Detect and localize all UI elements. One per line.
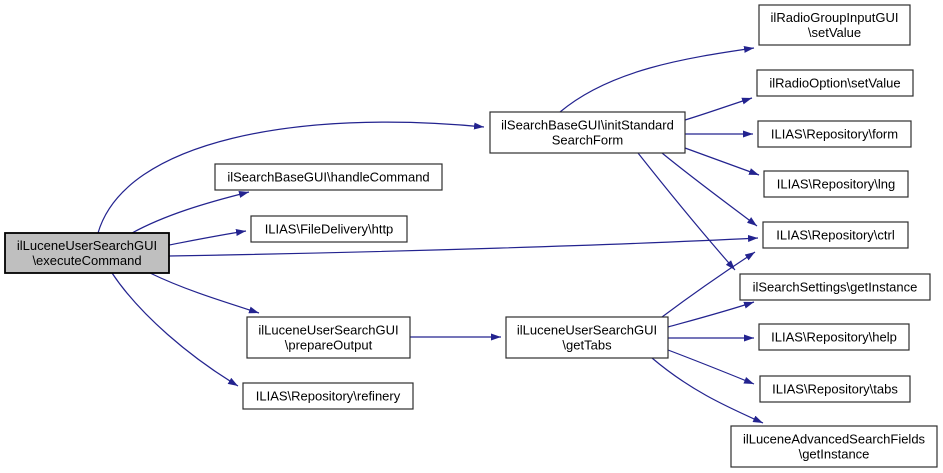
node-label: SearchForm	[552, 133, 624, 148]
edge-init-standard-search-form-to-radio-group-input-set-value	[559, 45, 755, 113]
node-repository-lng[interactable]: ILIAS\Repository\lng	[763, 170, 909, 198]
edge-get-tabs-to-repository-tabs	[667, 349, 755, 385]
edge-get-tabs-to-search-settings-get-instance	[667, 301, 755, 328]
node-label: ilSearchBaseGUI\handleCommand	[227, 170, 429, 185]
node-label: ILIAS\Repository\ctrl	[776, 228, 895, 243]
node-label: ilSearchSettings\getInstance	[753, 280, 918, 295]
node-repository-form[interactable]: ILIAS\Repository\form	[757, 120, 912, 148]
node-label: \executeCommand	[32, 253, 141, 268]
node-box[interactable]	[505, 316, 669, 359]
edge-execute-command-to-file-delivery-http	[168, 229, 247, 246]
edge-init-standard-search-form-to-repository-ctrl	[661, 152, 758, 227]
edge-execute-command-to-repository-refinery	[111, 272, 239, 387]
node-label: \setValue	[808, 25, 861, 40]
edge-get-tabs-to-repository-ctrl	[661, 251, 756, 318]
nodes-layer: ilLuceneUserSearchGUI\executeCommandilSe…	[4, 4, 938, 468]
node-label: \getInstance	[799, 447, 870, 462]
edge-init-standard-search-form-to-search-settings-get-instance	[637, 152, 736, 271]
edge-init-standard-search-form-to-radio-option-set-value	[684, 97, 753, 121]
node-box[interactable]	[762, 221, 909, 249]
node-radio-group-input-set-value[interactable]: ilRadioGroupInputGUI\setValue	[758, 4, 911, 46]
node-label: ilLuceneAdvancedSearchFields	[743, 432, 926, 447]
edge-execute-command-to-prepare-output	[149, 272, 260, 314]
node-box[interactable]	[758, 4, 911, 46]
node-box[interactable]	[763, 170, 909, 198]
node-box[interactable]	[242, 382, 414, 410]
node-repository-tabs[interactable]: ILIAS\Repository\tabs	[759, 375, 911, 403]
node-box[interactable]	[758, 323, 910, 351]
edges-layer	[97, 45, 764, 424]
node-search-settings-get-instance[interactable]: ilSearchSettings\getInstance	[739, 273, 931, 301]
node-label: ilLuceneUserSearchGUI	[258, 323, 398, 338]
node-box[interactable]	[730, 425, 938, 468]
node-file-delivery-http[interactable]: ILIAS\FileDelivery\http	[250, 215, 408, 243]
edge-execute-command-to-init-standard-search-form	[97, 121, 485, 234]
node-label: ILIAS\Repository\help	[771, 330, 897, 345]
node-label: ilLuceneUserSearchGUI	[517, 323, 657, 338]
node-label: ILIAS\Repository\lng	[777, 177, 896, 192]
node-label: ilSearchBaseGUI\initStandard	[501, 118, 674, 133]
node-label: ilRadioOption\setValue	[769, 76, 900, 91]
node-label: ilLuceneUserSearchGUI	[17, 238, 157, 253]
node-repository-refinery[interactable]: ILIAS\Repository\refinery	[242, 382, 414, 410]
node-get-tabs[interactable]: ilLuceneUserSearchGUI\getTabs	[505, 316, 669, 359]
node-label: ILIAS\FileDelivery\http	[265, 222, 394, 237]
edge-execute-command-to-handle-command	[131, 191, 250, 234]
node-box[interactable]	[250, 215, 408, 243]
node-advanced-search-fields-get-instance[interactable]: ilLuceneAdvancedSearchFields\getInstance	[730, 425, 938, 468]
edge-get-tabs-to-advanced-search-fields-get-instance	[651, 357, 764, 424]
node-repository-help[interactable]: ILIAS\Repository\help	[758, 323, 910, 351]
node-box	[4, 232, 170, 274]
node-label: ILIAS\Repository\refinery	[256, 389, 401, 404]
node-execute-command: ilLuceneUserSearchGUI\executeCommand	[4, 232, 170, 274]
edge-init-standard-search-form-to-repository-lng	[684, 147, 760, 176]
node-box[interactable]	[214, 163, 443, 191]
node-radio-option-set-value[interactable]: ilRadioOption\setValue	[756, 69, 914, 97]
node-box[interactable]	[756, 69, 914, 97]
node-box[interactable]	[246, 316, 411, 359]
node-box[interactable]	[757, 120, 912, 148]
node-box[interactable]	[489, 111, 686, 154]
node-handle-command[interactable]: ilSearchBaseGUI\handleCommand	[214, 163, 443, 191]
node-prepare-output[interactable]: ilLuceneUserSearchGUI\prepareOutput	[246, 316, 411, 359]
node-label: ilRadioGroupInputGUI	[771, 10, 899, 25]
node-box[interactable]	[739, 273, 931, 301]
edge-execute-command-to-repository-ctrl	[168, 235, 759, 257]
node-label: ILIAS\Repository\form	[771, 127, 898, 142]
node-label: \prepareOutput	[285, 338, 373, 353]
node-box[interactable]	[759, 375, 911, 403]
node-repository-ctrl[interactable]: ILIAS\Repository\ctrl	[762, 221, 909, 249]
node-label: \getTabs	[562, 338, 612, 353]
node-label: ILIAS\Repository\tabs	[772, 382, 898, 397]
